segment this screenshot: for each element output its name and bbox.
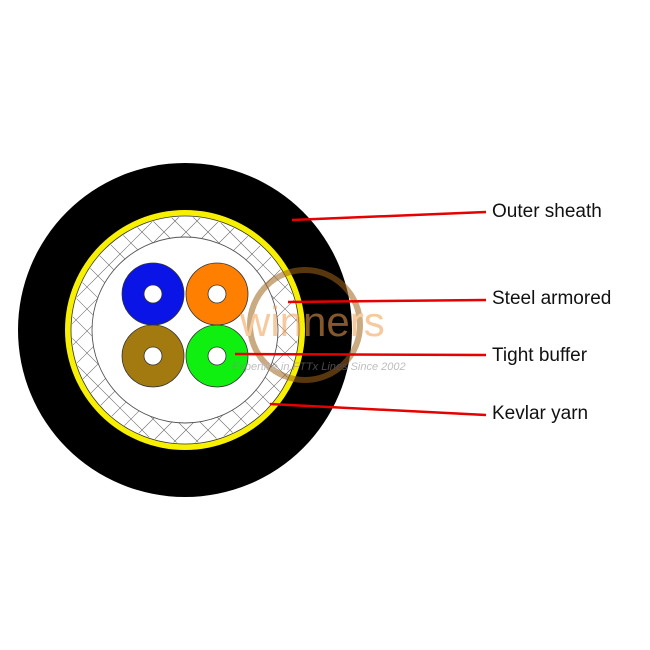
watermark-brand: winners <box>239 298 385 345</box>
fiber-core-brown <box>143 346 163 366</box>
label-kevlar-yarn: Kevlar yarn <box>492 403 589 424</box>
leader-tight-buffer <box>234 352 487 357</box>
label-outer-sheath: Outer sheath <box>492 201 602 222</box>
mesh-line <box>213 217 298 443</box>
label-steel-armored: Steel armored <box>492 288 612 309</box>
mesh-line <box>72 217 159 443</box>
leader-kevlar-yarn <box>269 402 487 417</box>
fiber-core-green <box>207 346 227 366</box>
watermark-logo: winners Expertise in FTTx Lines Since 20… <box>232 267 406 383</box>
leader-outer-sheath <box>291 210 487 222</box>
mesh-line <box>72 217 159 443</box>
leader-steel-armored <box>287 298 487 304</box>
label-tight-buffer: Tight buffer <box>492 345 588 366</box>
mesh-line <box>213 217 298 443</box>
watermark-ring <box>247 267 363 383</box>
watermark-tagline: Expertise in FTTx Lines Since 2002 <box>232 361 406 373</box>
fiber-core-blue <box>143 284 163 304</box>
fiber-core-orange <box>207 284 227 304</box>
tight-buffer-fibers <box>121 262 249 388</box>
